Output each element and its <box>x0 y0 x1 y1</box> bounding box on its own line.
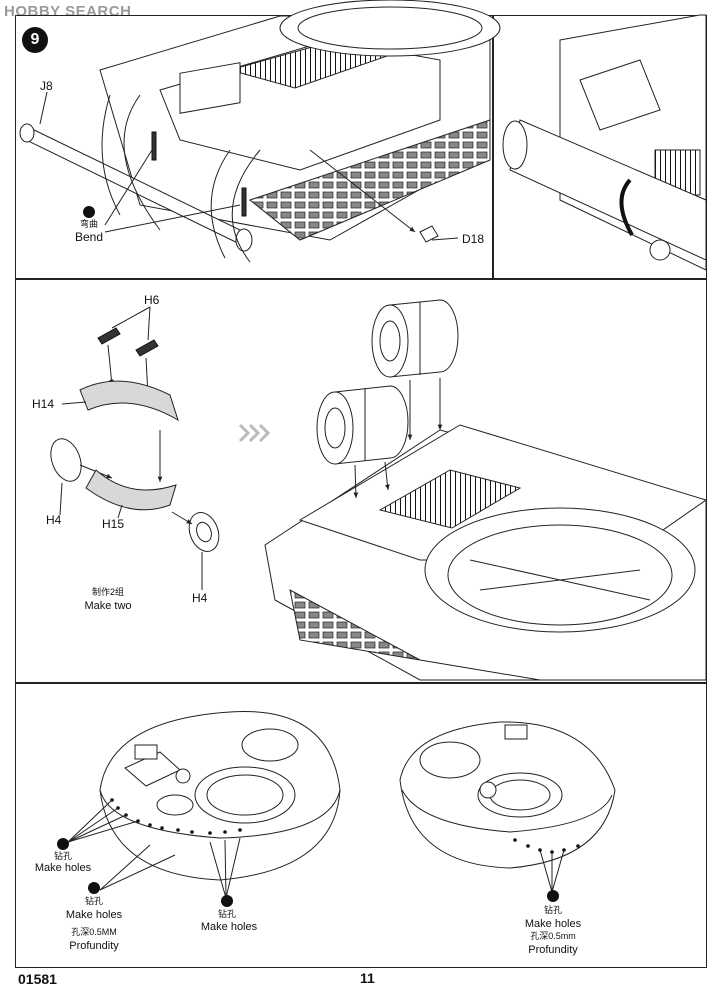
page-number: 11 <box>360 970 375 986</box>
log-detail-drawing <box>502 14 707 271</box>
make-two-label-cn: 制作2组 <box>91 587 125 597</box>
drill-icon <box>88 882 100 894</box>
fuel-drum-upper <box>371 299 459 378</box>
fuel-drum-lower <box>316 385 409 465</box>
note3-en: Make holes <box>200 921 258 933</box>
hull-with-drums-drawing <box>264 299 708 681</box>
part-label-h14: H14 <box>32 397 55 411</box>
note4-depth-en: Profundity <box>528 944 578 956</box>
note4-en: Make holes <box>524 918 582 930</box>
note2-depth-cn: 孔深0.5MM <box>71 927 117 937</box>
part-label-h15: H15 <box>102 517 125 531</box>
part-label-h6: H6 <box>144 293 160 307</box>
direction-chevron <box>238 423 271 443</box>
product-code: 01581 <box>18 971 57 987</box>
hull-rear-drawing <box>19 0 501 263</box>
part-label-d18: D18 <box>462 232 485 246</box>
turret-left-drawing <box>67 710 341 899</box>
part-label-h4-left: H4 <box>46 513 62 527</box>
step-number-badge: 9 <box>22 27 48 53</box>
note2-depth-en: Profundity <box>69 940 119 952</box>
note1-cn: 钻孔 <box>53 851 73 861</box>
fuel-drum-exploded <box>50 306 220 590</box>
bend-label-cn: 弯曲 <box>79 219 99 229</box>
note1-en: Make holes <box>34 862 92 874</box>
make-two-label-en: Make two <box>84 600 132 612</box>
part-label-h4-right: H4 <box>192 591 208 605</box>
bend-icon <box>83 206 95 218</box>
bend-label-en: Bend <box>74 230 104 244</box>
part-label-j8: J8 <box>40 79 53 93</box>
turret-right-drawing <box>399 721 616 893</box>
drill-icon <box>221 895 233 907</box>
note3-cn: 钻孔 <box>217 909 237 919</box>
note4-depth-cn: 孔深0.5mm <box>530 931 576 941</box>
drill-icon <box>57 838 69 850</box>
note2-en: Make holes <box>65 909 123 921</box>
note2-cn: 钻孔 <box>84 896 104 906</box>
drill-icon <box>547 890 559 902</box>
note4-cn: 钻孔 <box>543 905 563 915</box>
